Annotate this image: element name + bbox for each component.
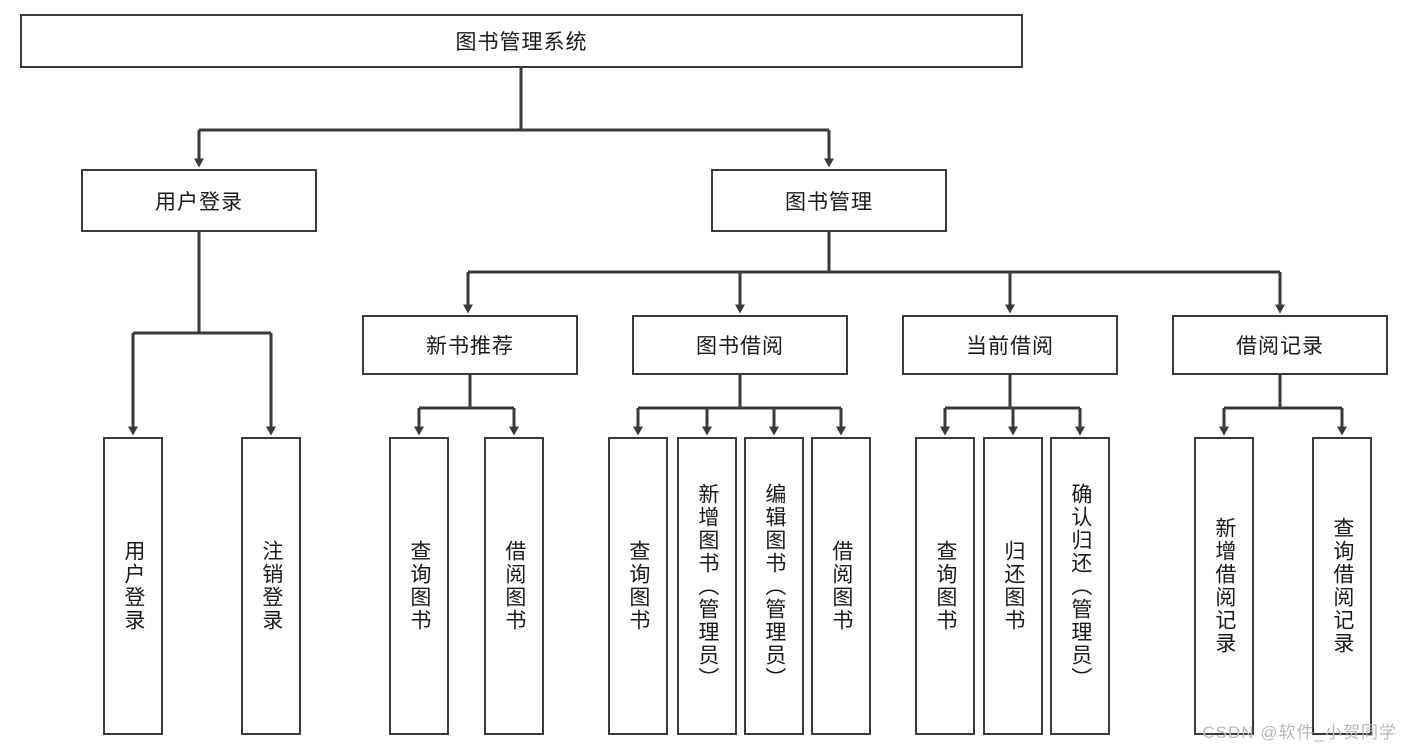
- leaf-label: 借阅图书: [829, 540, 853, 632]
- node-borrow-record-label: 借阅记录: [1236, 335, 1324, 358]
- leaf-book-borrow-borrow[interactable]: 借阅图书: [811, 437, 871, 735]
- leaf-label: 查询图书: [626, 540, 650, 632]
- leaf-label: 借阅图书: [502, 540, 526, 632]
- leaf-book-borrow-add[interactable]: 新增图书（管理员）: [677, 437, 737, 735]
- leaf-book-borrow-edit[interactable]: 编辑图书（管理员）: [744, 437, 804, 735]
- node-user-login[interactable]: 用户登录: [81, 169, 317, 232]
- node-book-management-label: 图书管理: [785, 190, 873, 214]
- node-root-label: 图书管理系统: [455, 31, 588, 54]
- leaf-label: 确认归还（管理员）: [1068, 482, 1092, 690]
- leaf-label: 归还图书: [1001, 540, 1025, 632]
- node-book-borrow-label: 图书借阅: [696, 335, 784, 358]
- leaf-borrow-record-query[interactable]: 查询借阅记录: [1312, 437, 1372, 735]
- node-book-management[interactable]: 图书管理: [711, 169, 947, 232]
- leaf-label: 查询图书: [407, 540, 431, 632]
- node-current-borrow-label: 当前借阅: [966, 335, 1054, 358]
- leaf-current-borrow-query[interactable]: 查询图书: [915, 437, 975, 735]
- leaf-new-book-query[interactable]: 查询图书: [389, 437, 449, 735]
- leaf-label: 新增借阅记录: [1212, 517, 1236, 655]
- leaf-label: 编辑图书（管理员）: [762, 482, 786, 690]
- node-current-borrow[interactable]: 当前借阅: [902, 315, 1118, 375]
- leaf-label: 注销登录: [259, 540, 283, 632]
- node-book-borrow[interactable]: 图书借阅: [632, 315, 848, 375]
- leaf-label: 查询图书: [933, 540, 957, 632]
- leaf-current-borrow-return[interactable]: 归还图书: [983, 437, 1043, 735]
- node-new-book-recommend-label: 新书推荐: [426, 335, 514, 358]
- leaf-current-borrow-confirm-return[interactable]: 确认归还（管理员）: [1050, 437, 1110, 735]
- node-new-book-recommend[interactable]: 新书推荐: [362, 315, 578, 375]
- leaf-label: 用户登录: [121, 540, 145, 632]
- leaf-borrow-record-add[interactable]: 新增借阅记录: [1194, 437, 1254, 735]
- node-borrow-record[interactable]: 借阅记录: [1172, 315, 1388, 375]
- leaf-label: 查询借阅记录: [1330, 517, 1354, 655]
- leaf-label: 新增图书（管理员）: [695, 482, 719, 690]
- leaf-book-borrow-query[interactable]: 查询图书: [608, 437, 668, 735]
- leaf-user-login-login[interactable]: 用户登录: [103, 437, 163, 735]
- leaf-user-login-logout[interactable]: 注销登录: [241, 437, 301, 735]
- watermark: CSDN @软件_小贺同学: [1202, 723, 1397, 742]
- node-user-login-label: 用户登录: [155, 190, 243, 214]
- node-root[interactable]: 图书管理系统: [20, 14, 1023, 68]
- leaf-new-book-borrow[interactable]: 借阅图书: [484, 437, 544, 735]
